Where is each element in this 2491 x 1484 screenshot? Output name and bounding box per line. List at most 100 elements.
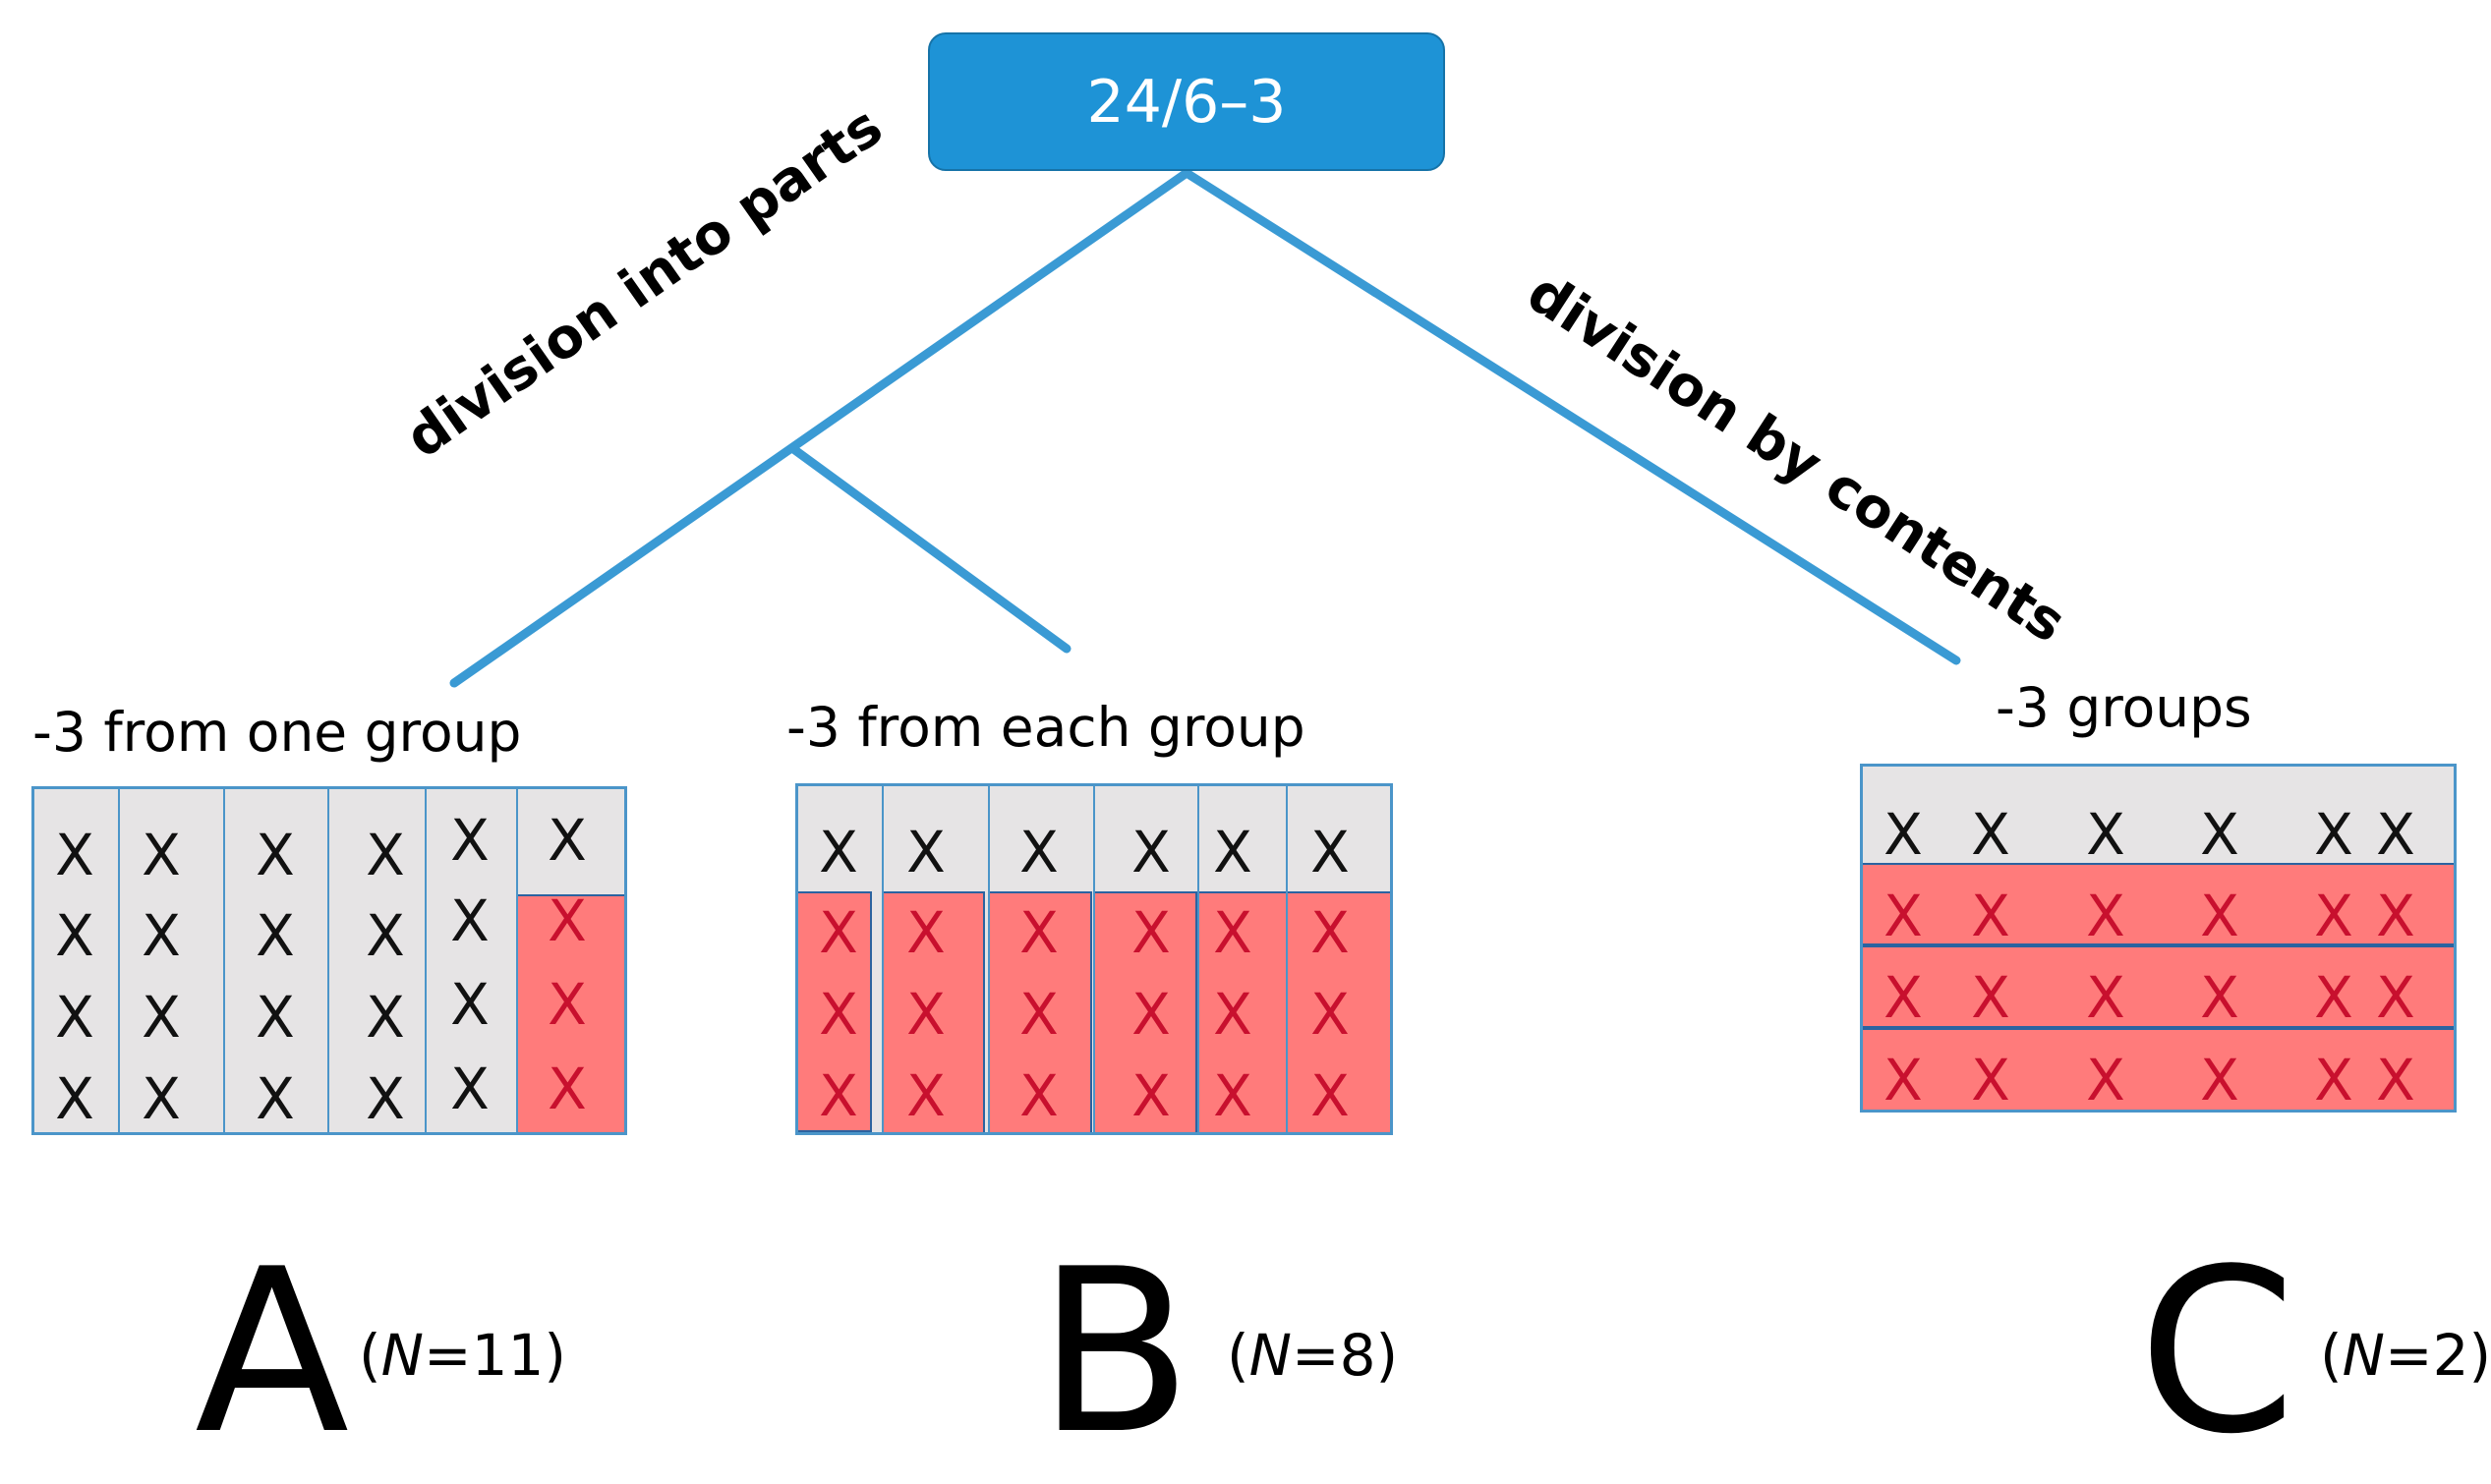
group-divider — [1286, 783, 1288, 1135]
remaining-mark: X — [450, 807, 490, 874]
group-divider — [1093, 783, 1095, 1135]
n-label-a: (N=11) — [359, 1322, 566, 1389]
remaining-mark: X — [256, 902, 295, 969]
remaining-mark: X — [366, 984, 405, 1051]
removed-mark: X — [2376, 964, 2415, 1031]
remaining-mark: X — [450, 971, 490, 1038]
remaining-mark: X — [906, 819, 946, 885]
removed-mark: X — [2376, 883, 2415, 949]
removed-mark: X — [1131, 899, 1171, 966]
removed-mark: X — [1213, 899, 1252, 966]
remaining-mark: X — [256, 1065, 295, 1132]
remaining-mark: X — [1310, 819, 1350, 885]
branch-line-sub — [787, 443, 1072, 654]
removed-mark: X — [1019, 1062, 1059, 1129]
removed-mark: X — [2086, 964, 2125, 1031]
root-node: 24/6–3 — [928, 32, 1445, 171]
group-divider — [425, 786, 427, 1135]
removed-mark: X — [2314, 964, 2353, 1031]
removed-mark: X — [1883, 1047, 1923, 1113]
removed-fill — [1286, 891, 1393, 1135]
removed-fill — [1860, 863, 2457, 945]
remaining-mark: X — [142, 822, 181, 888]
remaining-mark: X — [1131, 819, 1171, 885]
n-prefix: ( — [2320, 1322, 2343, 1389]
removed-mark: X — [819, 1062, 858, 1129]
removed-fill — [1093, 891, 1197, 1135]
removed-mark: X — [819, 899, 858, 966]
removed-mark: X — [1131, 1062, 1171, 1129]
remaining-mark: X — [2314, 801, 2353, 868]
remaining-mark: X — [1213, 819, 1252, 885]
remaining-mark: X — [819, 819, 858, 885]
removed-mark: X — [1971, 964, 2010, 1031]
letter-a: A — [195, 1222, 350, 1484]
removed-mark: X — [1310, 981, 1350, 1048]
removed-mark: X — [819, 981, 858, 1048]
removed-mark: X — [2200, 883, 2239, 949]
n-label-c: (N=2) — [2320, 1322, 2491, 1389]
remaining-mark: X — [142, 902, 181, 969]
group-label-b: -3 from each group — [786, 696, 1305, 759]
removed-mark: X — [2200, 964, 2239, 1031]
removed-mark: X — [1883, 964, 1923, 1031]
n-prefix: ( — [359, 1322, 381, 1389]
branch-line-right — [1182, 168, 1961, 665]
removed-mark: X — [1310, 1062, 1350, 1129]
removed-mark: X — [548, 1056, 587, 1122]
remaining-mark: X — [55, 822, 94, 888]
removed-mark: X — [2314, 883, 2353, 949]
removed-fill — [1860, 1028, 2457, 1113]
remaining-mark: X — [1971, 801, 2010, 868]
n-value: =8) — [1292, 1322, 1399, 1389]
remaining-mark: X — [450, 1056, 490, 1122]
removed-mark: X — [1019, 981, 1059, 1048]
removed-mark: X — [2376, 1047, 2415, 1113]
removed-mark: X — [548, 971, 587, 1038]
remaining-mark: X — [366, 822, 405, 888]
n-label-b: (N=8) — [1227, 1322, 1398, 1389]
remaining-mark: X — [142, 1065, 181, 1132]
remaining-mark: X — [55, 984, 94, 1051]
removed-mark: X — [1213, 981, 1252, 1048]
remaining-mark: X — [2086, 801, 2125, 868]
remaining-mark: X — [548, 807, 587, 874]
remaining-mark: X — [55, 902, 94, 969]
n-var: N — [380, 1322, 425, 1389]
letter-c: C — [2138, 1222, 2296, 1484]
n-value: =11) — [424, 1322, 567, 1389]
group-label-c: -3 groups — [1996, 676, 2252, 739]
remaining-mark: X — [366, 1065, 405, 1132]
n-prefix: ( — [1227, 1322, 1249, 1389]
removed-mark: X — [906, 1062, 946, 1129]
removed-mark: X — [1971, 883, 2010, 949]
removed-mark: X — [1310, 899, 1350, 966]
removed-mark: X — [1131, 981, 1171, 1048]
remaining-mark: X — [450, 887, 490, 954]
removed-mark: X — [2086, 1047, 2125, 1113]
tree-lines — [449, 168, 1961, 688]
remaining-mark: X — [142, 984, 181, 1051]
remaining-mark: X — [2376, 801, 2415, 868]
removed-mark: X — [2314, 1047, 2353, 1113]
removed-fill — [516, 894, 627, 1135]
removed-mark: X — [1971, 1047, 2010, 1113]
group-divider — [223, 786, 225, 1135]
branch-line-left — [449, 168, 1191, 688]
removed-mark: X — [548, 887, 587, 954]
removed-mark: X — [906, 899, 946, 966]
removed-mark: X — [2086, 883, 2125, 949]
group-divider — [516, 786, 518, 1135]
removed-mark: X — [1019, 899, 1059, 966]
group-label-a: -3 from one group — [32, 701, 522, 764]
remaining-mark: X — [366, 902, 405, 969]
removed-fill — [882, 891, 985, 1135]
removed-mark: X — [1213, 1062, 1252, 1129]
group-divider — [327, 786, 329, 1135]
remaining-mark: X — [256, 822, 295, 888]
n-var: N — [1248, 1322, 1293, 1389]
removed-mark: X — [906, 981, 946, 1048]
